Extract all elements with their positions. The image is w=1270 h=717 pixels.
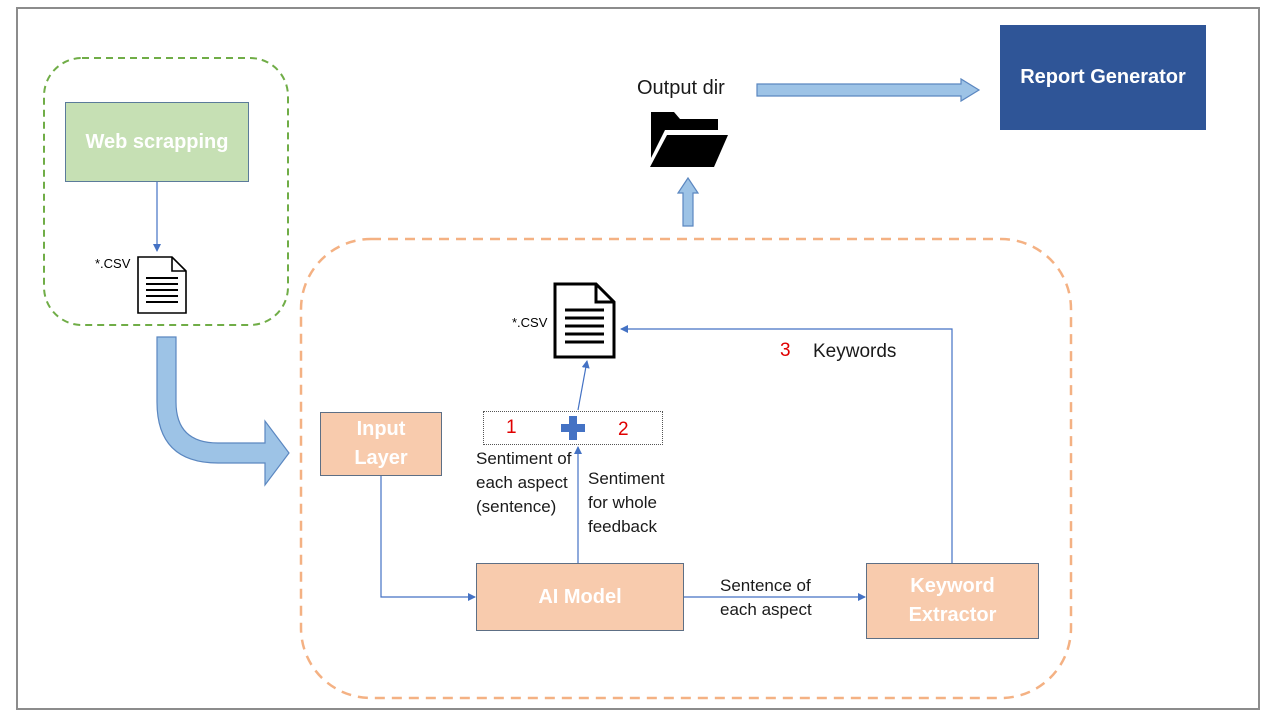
output-dir-label: Output dir — [637, 77, 725, 99]
sentiment-each-aspect-label: Sentiment of each aspect (sentence) — [476, 449, 572, 516]
web-scrapping-box[interactable]: Web scrapping — [65, 102, 249, 182]
keyword-to-csv-connector — [620, 325, 953, 563]
ai-model-label: AI Model — [538, 585, 622, 608]
keyword-extractor-label: Keyword Extractor — [908, 575, 997, 626]
up-arrow-to-output — [676, 176, 700, 227]
open-folder-icon — [650, 112, 728, 167]
number-3: 3 — [780, 340, 791, 361]
plus-to-csv-connector — [577, 360, 590, 411]
report-generator-box[interactable]: Report Generator — [1000, 25, 1206, 130]
arrow-to-report — [756, 77, 981, 103]
document-icon — [137, 256, 187, 314]
input-layer-label: Input Layer — [354, 418, 408, 469]
sentiment-whole-feedback-label: Sentiment for whole feedback — [588, 469, 665, 536]
number-1: 1 — [506, 417, 517, 438]
keywords-label: Keywords — [813, 341, 897, 362]
web-scrapping-label: Web scrapping — [85, 130, 229, 153]
report-generator-label: Report Generator — [1020, 66, 1186, 88]
csv-label-top: *.CSV — [95, 256, 131, 271]
input-layer-box[interactable]: Input Layer — [320, 412, 442, 476]
sentiment-combination-box — [483, 411, 663, 445]
input-to-ai-connector — [380, 476, 476, 601]
csv-label-middle: *.CSV — [512, 315, 548, 330]
curved-flow-arrow — [156, 336, 290, 487]
ai-model-box[interactable]: AI Model — [476, 563, 684, 631]
diagram-frame — [16, 7, 1260, 710]
number-2: 2 — [618, 419, 629, 440]
keyword-extractor-box[interactable]: Keyword Extractor — [866, 563, 1039, 639]
processing-group-border — [299, 237, 1073, 700]
sentence-each-aspect-label: Sentence of each aspect — [720, 576, 812, 619]
document-icon — [553, 282, 616, 359]
scraping-group-border — [43, 57, 289, 326]
plus-icon — [561, 416, 585, 440]
